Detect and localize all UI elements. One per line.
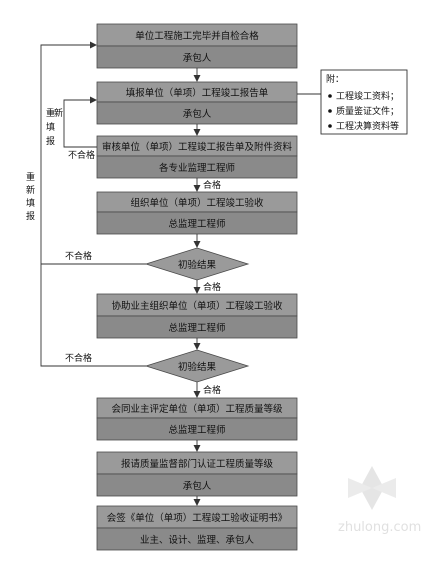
note-item-1: 工程竣工资料； <box>336 90 399 102</box>
inner-feedback-loop: 不合格 重 新 填 报 <box>46 96 97 161</box>
step-box-4: 组织单位（单项）工程竣工验收 总监理工程师 <box>96 191 298 235</box>
refill-label-inner-1: 重 <box>46 107 55 119</box>
outer-feedback-loop: 不合格 不合格 重 新 填 报 <box>26 41 146 367</box>
step-6-role: 总监理工程师 <box>168 424 225 436</box>
step-6-action: 会同业主评定单位（单项）工程质量等级 <box>111 403 283 415</box>
pass-label-3: 合格 <box>203 384 221 396</box>
decision-1-label: 初验结果 <box>178 259 217 271</box>
step-8-action: 会签《单位（单项）工程竣工验收证明书》 <box>107 512 288 524</box>
note-bullet-3 <box>328 124 332 128</box>
note-bullet-1 <box>328 94 332 98</box>
step-box-3: 审核单位（单项）工程竣工报告单及附件资料 各专业监理工程师 <box>96 135 298 179</box>
step-box-8: 会签《单位（单项）工程竣工验收证明书》 业主、设计、监理、承包人 <box>96 505 298 551</box>
fail-label-2: 不合格 <box>65 352 92 364</box>
step-2-action: 填报单位（单项）工程竣工报告单 <box>126 87 269 99</box>
step-3-role: 各专业监理工程师 <box>159 162 235 174</box>
refill-label-inner-3: 填 <box>46 121 55 133</box>
step-1-action: 单位工程施工完毕并自检合格 <box>135 30 259 42</box>
refill-label-inner-4: 报 <box>46 135 55 147</box>
pass-label-2: 合格 <box>203 281 221 293</box>
step-8-role: 业主、设计、监理、承包人 <box>140 534 255 546</box>
refill-label-inner-2: 新 <box>54 107 63 119</box>
step-1-role: 承包人 <box>183 52 212 64</box>
step-5-role: 总监理工程师 <box>168 322 225 334</box>
step-7-action: 报请质量监督部门认证工程质量等级 <box>121 458 274 470</box>
step-2-role: 承包人 <box>183 108 212 120</box>
decision-diamond-1: 初验结果 <box>144 247 250 281</box>
step-box-5: 协助业主组织单位（单项）工程竣工验收 总监理工程师 <box>96 293 298 339</box>
step-box-6: 会同业主评定单位（单项）工程质量等级 总监理工程师 <box>96 397 298 441</box>
refill-label-outer-2: 新 <box>26 184 35 196</box>
refill-label-outer-1: 重 <box>26 171 35 183</box>
refill-label-outer-3: 填 <box>26 197 35 209</box>
fail-label-1: 不合格 <box>65 250 92 262</box>
decision-diamond-2: 初验结果 <box>144 349 250 383</box>
step-5-action: 协助业主组织单位（单项）工程竣工验收 <box>111 300 283 312</box>
note-title: 附： <box>326 73 344 85</box>
step-7-role: 承包人 <box>183 480 212 492</box>
note-item-2: 质量鉴证文件； <box>336 105 399 117</box>
watermark-text: zhulong.com <box>338 520 421 535</box>
step-3-action: 审核单位（单项）工程竣工报告单及附件资料 <box>102 141 293 153</box>
step-4-action: 组织单位（单项）工程竣工验收 <box>130 197 264 209</box>
note-item-3: 工程决算资料等 <box>336 120 399 132</box>
watermark: zhulong.com <box>338 466 421 535</box>
attachment-note: 附： 工程竣工资料； 质量鉴证文件； 工程决算资料等 <box>297 69 408 135</box>
step-box-7: 报请质量监督部门认证工程质量等级 承包人 <box>96 451 298 497</box>
refill-label-outer-4: 报 <box>26 210 35 222</box>
step-box-2: 填报单位（单项）工程竣工报告单 承包人 <box>96 81 298 125</box>
step-4-role: 总监理工程师 <box>168 218 225 230</box>
pass-label-1: 合格 <box>203 179 221 191</box>
decision-2-label: 初验结果 <box>178 361 217 373</box>
note-bullet-2 <box>328 109 332 113</box>
step-box-1: 单位工程施工完毕并自检合格 承包人 <box>96 23 298 69</box>
fail-label-inner: 不合格 <box>68 149 95 161</box>
